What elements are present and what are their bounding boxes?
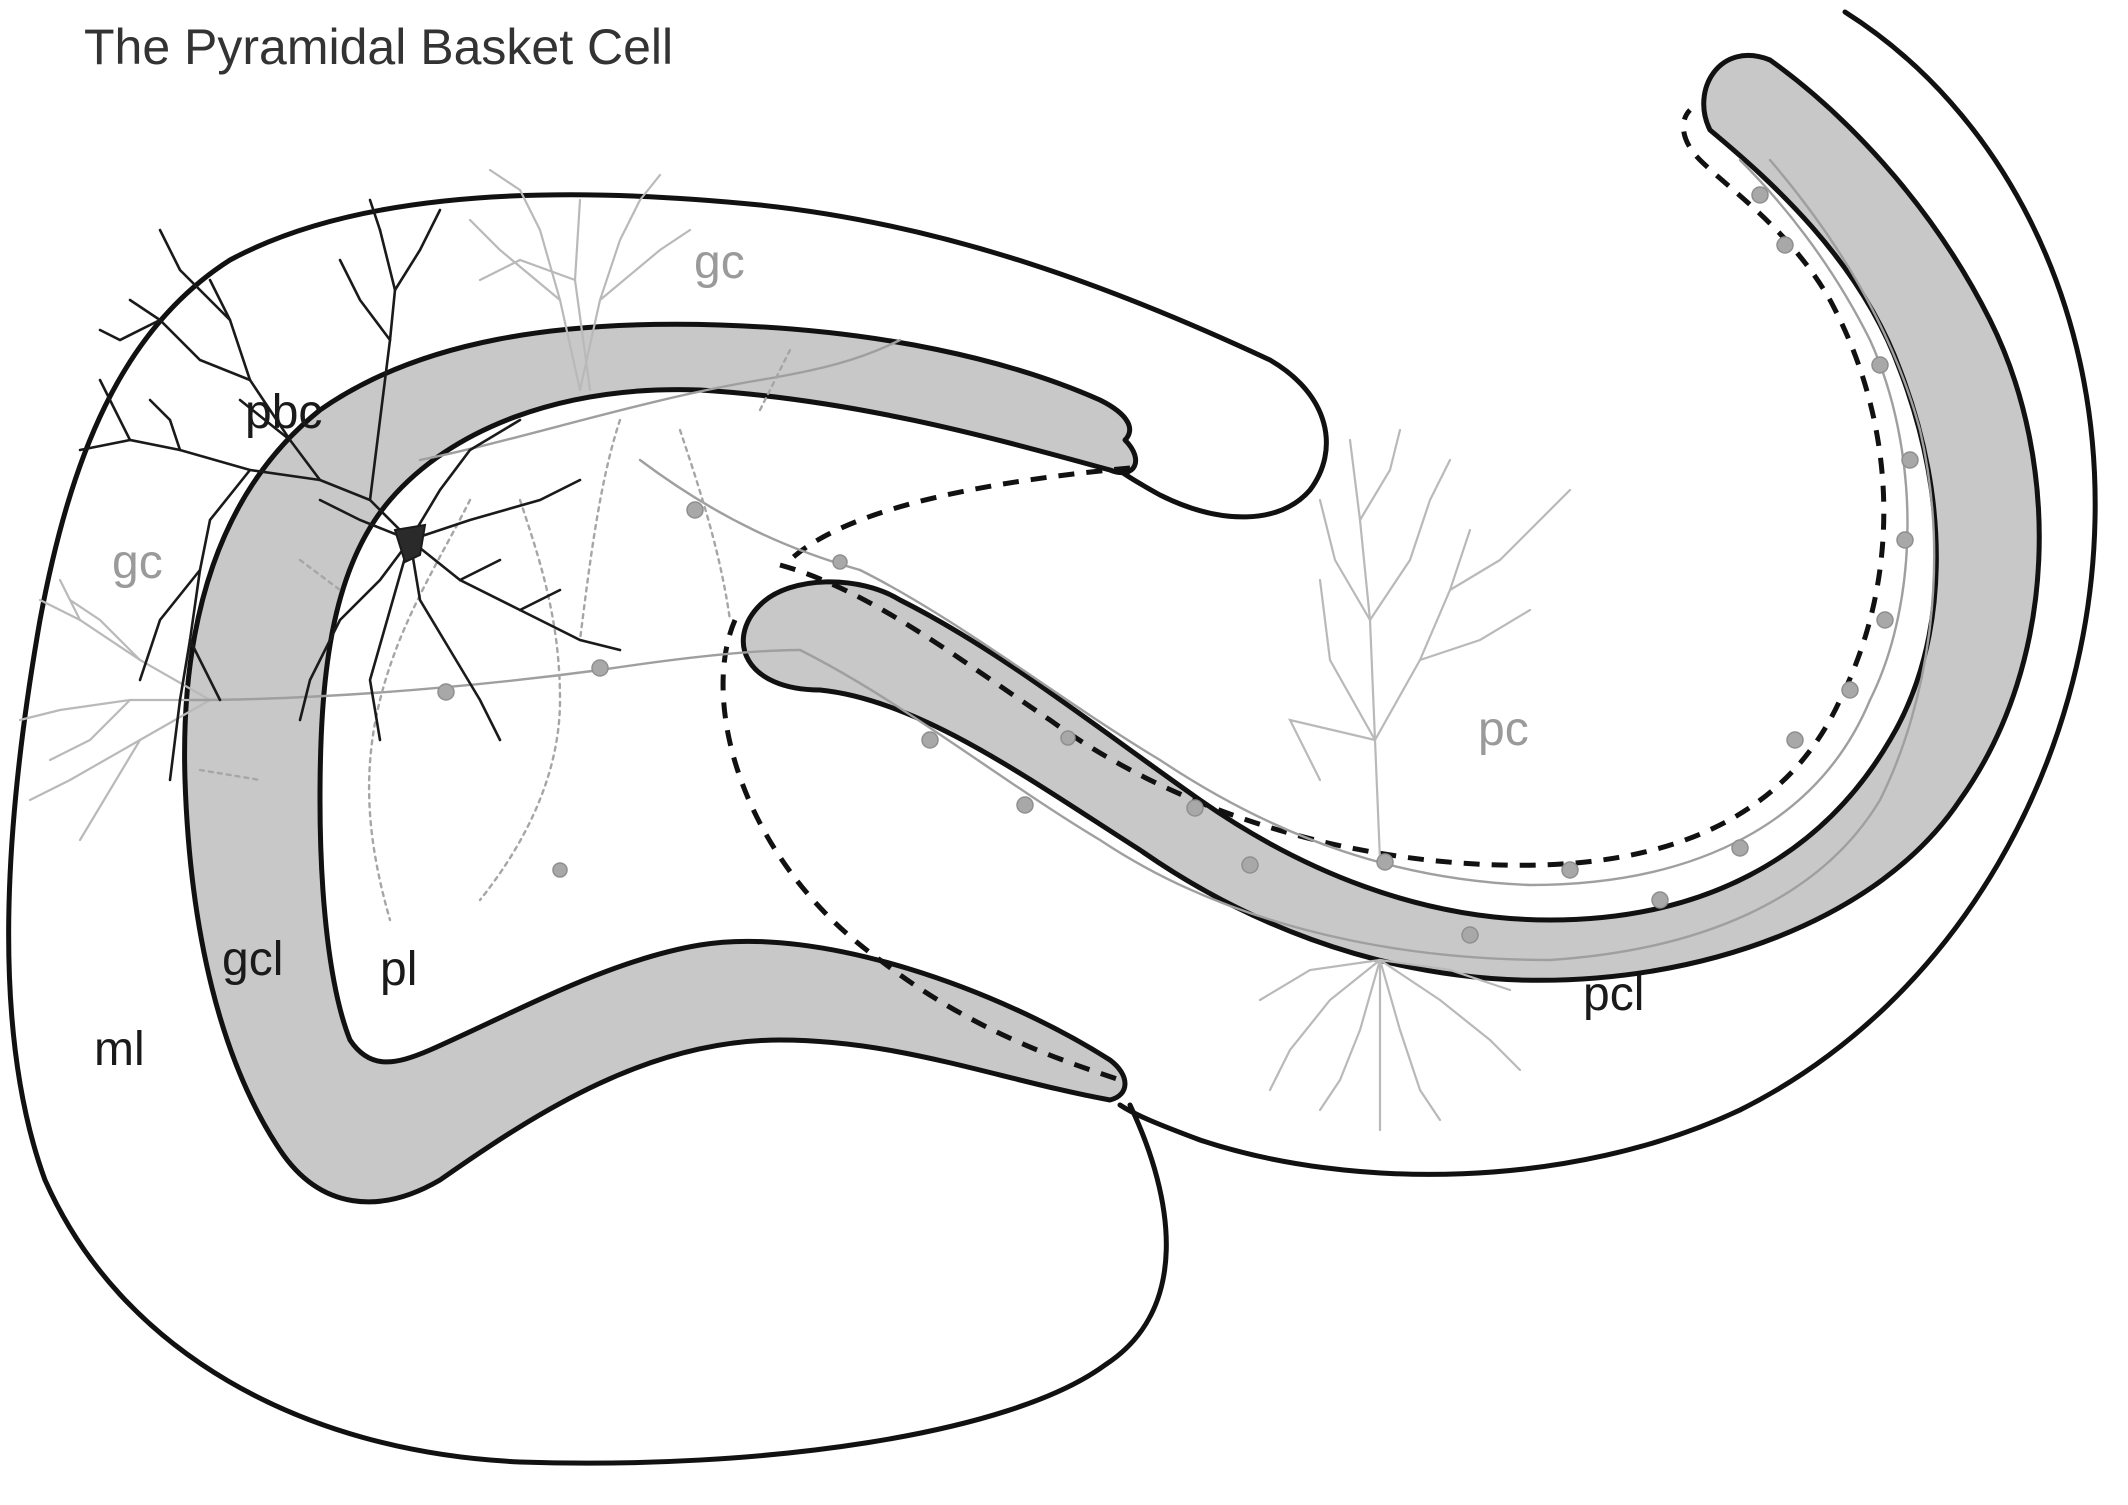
label-gc-left: gc [112, 536, 163, 589]
granule-cell-left-dendrites [18, 578, 212, 842]
granule-cell-upper-dendrites [468, 168, 692, 392]
figure-title: The Pyramidal Basket Cell [84, 19, 673, 75]
pyramidal-basket-cell [78, 198, 622, 782]
hilus-boundary-upper [788, 465, 1131, 562]
label-gcl: gcl [222, 933, 283, 986]
pyramidal-cell-dendrites [1258, 428, 1572, 1132]
granule-cell-layer [182, 321, 1139, 1205]
label-pcl: pcl [1583, 968, 1644, 1021]
hippocampus-outer-border [1117, 9, 2098, 1177]
outer-boundary [6, 192, 1329, 1466]
ca-boundary-dashed [779, 108, 1887, 868]
label-pc: pc [1478, 703, 1529, 756]
basket-cell-axon [188, 158, 1936, 962]
hilus-boundary-lower [720, 619, 1121, 1083]
label-gc-upper: gc [694, 236, 745, 289]
pyramidal-cell-layer [740, 52, 2042, 983]
label-ml: ml [94, 1023, 145, 1076]
label-pl: pl [380, 943, 417, 996]
axon-boutons [437, 186, 1919, 944]
label-pbc: pbc [245, 386, 322, 439]
basket-cell-soma [393, 523, 427, 564]
